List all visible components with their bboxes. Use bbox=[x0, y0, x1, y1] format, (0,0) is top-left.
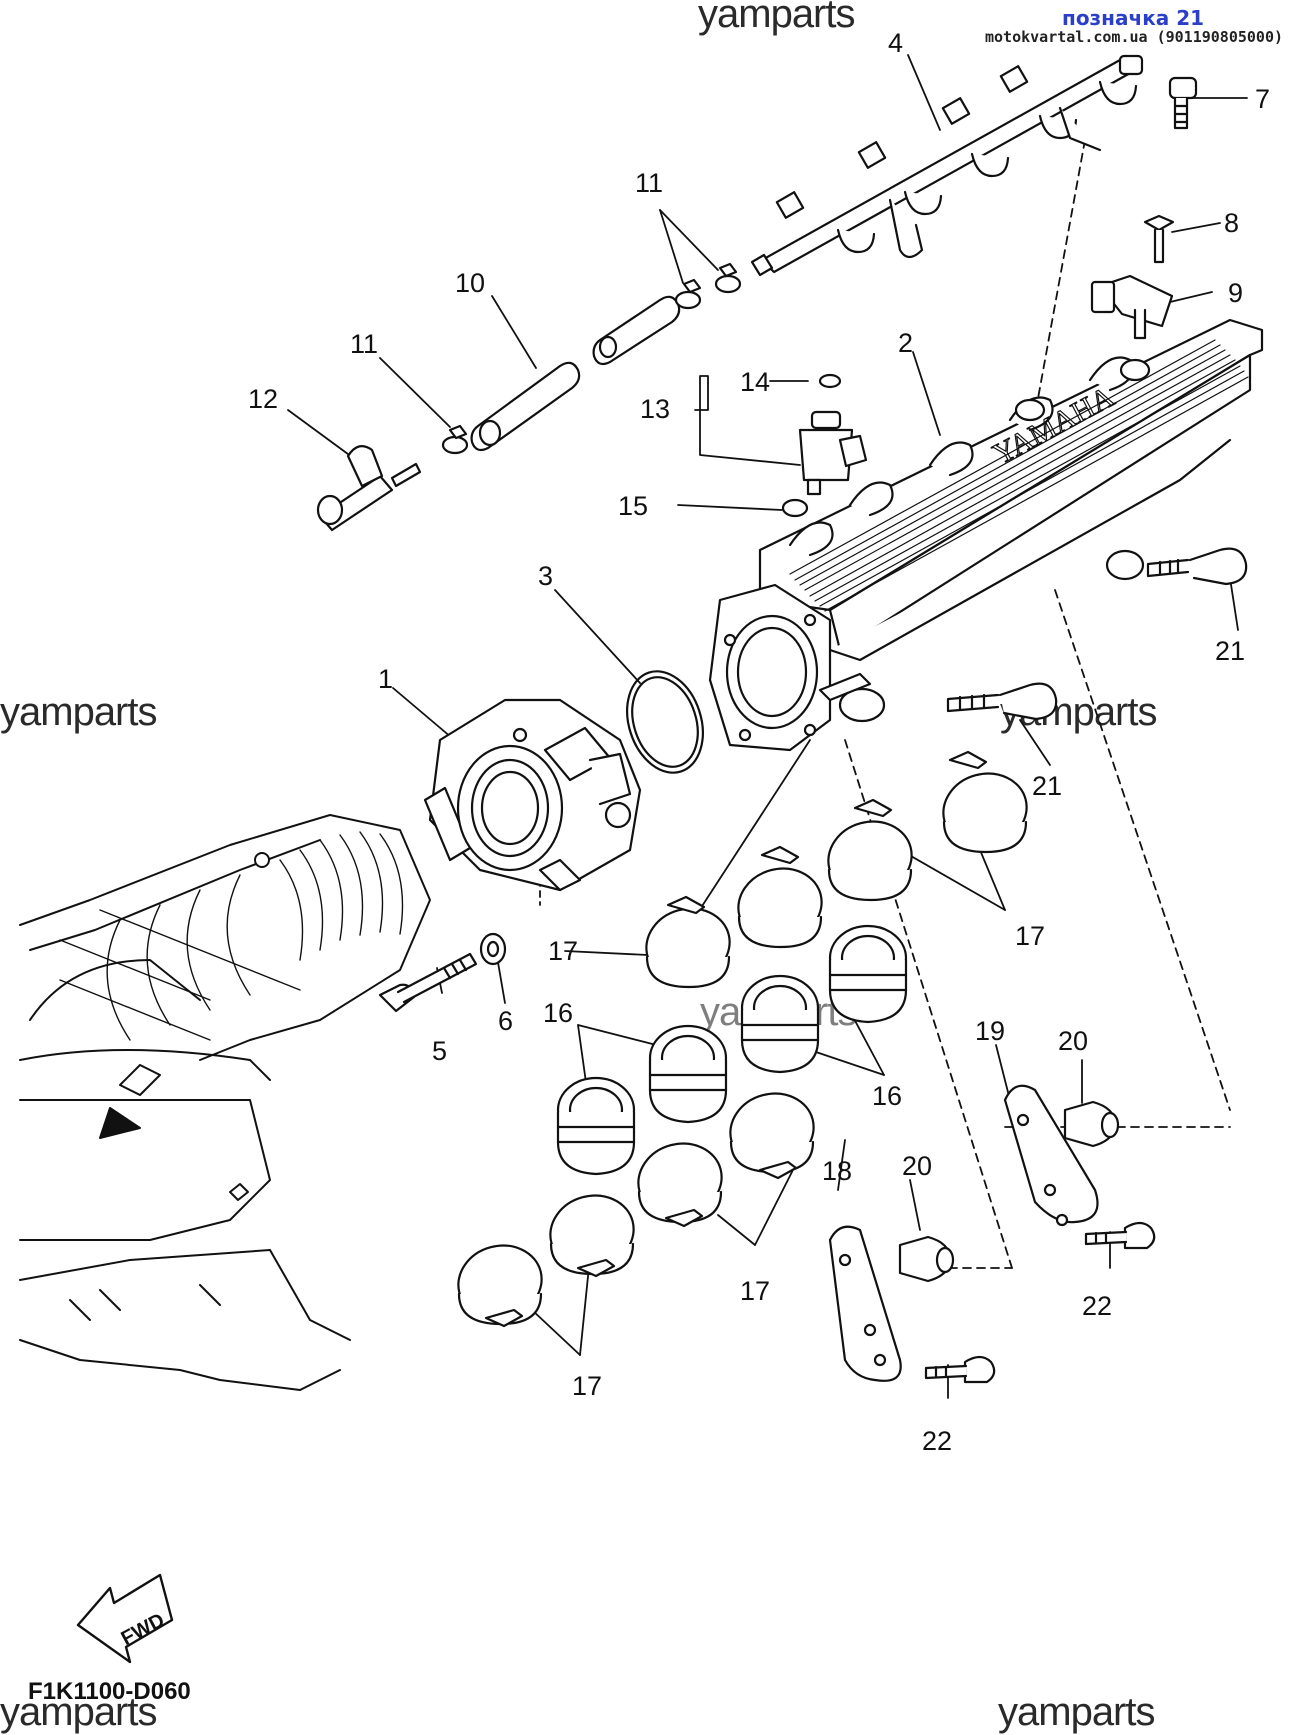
fitting-12 bbox=[316, 445, 422, 532]
diagram-code: F1K1100-D060 bbox=[28, 1678, 191, 1705]
callout-numbers: 1 2 3 4 5 6 7 8 9 10 11 11 12 13 14 15 1… bbox=[248, 28, 1270, 1456]
joint-boot bbox=[740, 974, 820, 1074]
watermark-left: yamparts bbox=[0, 690, 157, 734]
callout-14: 14 bbox=[740, 367, 770, 397]
callout-16-left: 16 bbox=[543, 998, 573, 1028]
watermark-top: yamparts bbox=[698, 0, 855, 36]
callout-5: 5 bbox=[432, 1036, 447, 1066]
joint-boot bbox=[556, 1076, 636, 1176]
callout-20-lower: 20 bbox=[902, 1151, 932, 1181]
callout-17-bottom: 17 bbox=[572, 1371, 602, 1401]
clamp-ring bbox=[637, 1142, 723, 1228]
grommets-20 bbox=[898, 1100, 1120, 1283]
callout-17-middle: 17 bbox=[740, 1276, 770, 1306]
callout-3: 3 bbox=[538, 561, 553, 591]
bracket-19 bbox=[1003, 1084, 1099, 1227]
callout-15: 15 bbox=[618, 491, 648, 521]
bolts-22 bbox=[924, 1221, 1156, 1384]
callout-10: 10 bbox=[455, 268, 485, 298]
callout-4: 4 bbox=[888, 28, 903, 58]
throttle-body-1 bbox=[423, 698, 642, 892]
sensor-9 bbox=[1090, 274, 1174, 340]
watermark-bottom-right: yamparts bbox=[998, 1690, 1155, 1734]
callout-7: 7 bbox=[1255, 84, 1270, 114]
callout-19: 19 bbox=[975, 1016, 1005, 1046]
bolt-5 bbox=[378, 952, 478, 1013]
callout-11-left: 11 bbox=[350, 329, 378, 359]
callout-9: 9 bbox=[1228, 278, 1243, 308]
callout-6: 6 bbox=[498, 1006, 513, 1036]
clamp-ring bbox=[457, 1244, 543, 1328]
air-duct bbox=[19, 814, 431, 1391]
callout-17-right: 17 bbox=[1015, 921, 1045, 951]
callout-20-upper: 20 bbox=[1058, 1026, 1088, 1056]
clamp-ring bbox=[645, 895, 731, 989]
callout-8: 8 bbox=[1224, 208, 1239, 238]
o-ring-3 bbox=[626, 670, 704, 774]
callout-17-left: 17 bbox=[548, 936, 578, 966]
joint-boot bbox=[828, 924, 908, 1024]
hose-10 bbox=[470, 295, 681, 452]
watermark-bottom-left: yamparts bbox=[0, 1690, 157, 1734]
callout-1: 1 bbox=[378, 664, 393, 694]
clamp-ring bbox=[737, 845, 823, 949]
bolts-21 bbox=[946, 547, 1248, 721]
callout-13: 13 bbox=[640, 394, 670, 424]
clamps-17 bbox=[457, 750, 1028, 1328]
header-label[interactable]: позначка 21 bbox=[1062, 6, 1205, 30]
header-source: motokvartal.com.ua (901190805000) bbox=[985, 28, 1284, 46]
callout-21-upper: 21 bbox=[1215, 636, 1245, 666]
callout-21-lower: 21 bbox=[1032, 771, 1062, 801]
callout-16-right: 16 bbox=[872, 1081, 902, 1111]
clamps-11 bbox=[441, 262, 742, 455]
clamp-ring bbox=[827, 798, 913, 902]
fuel-rail bbox=[750, 54, 1144, 277]
callout-18: 18 bbox=[822, 1156, 852, 1186]
callout-12: 12 bbox=[248, 384, 278, 414]
bracket-18 bbox=[828, 1225, 902, 1382]
clamp-ring bbox=[549, 1194, 635, 1278]
callout-11-right: 11 bbox=[635, 168, 663, 198]
joint-boot bbox=[648, 1024, 728, 1124]
clamp-ring bbox=[942, 750, 1028, 854]
clamp-ring bbox=[729, 1092, 815, 1180]
bolt-7 bbox=[1168, 76, 1198, 130]
fwd-arrow-icon bbox=[76, 1573, 174, 1664]
callout-22-lower: 22 bbox=[922, 1426, 952, 1456]
screw-8 bbox=[1143, 214, 1175, 264]
washer-6 bbox=[479, 932, 507, 966]
intake-manifold bbox=[708, 318, 1264, 752]
injector-13 bbox=[781, 373, 868, 518]
callout-2: 2 bbox=[898, 328, 913, 358]
callout-22-upper: 22 bbox=[1082, 1291, 1112, 1321]
intake-joints-16 bbox=[556, 924, 908, 1176]
